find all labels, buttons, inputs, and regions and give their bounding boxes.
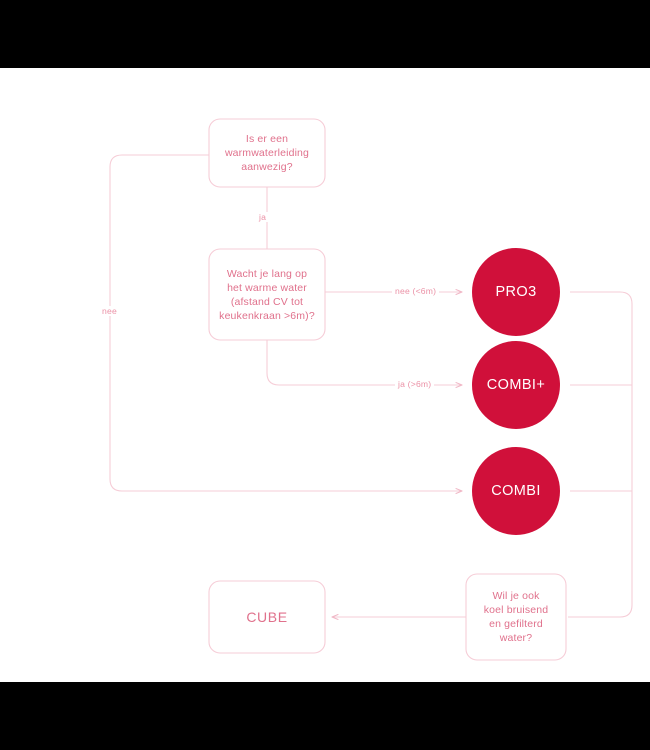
node-q-bruisend-shape [465,573,567,661]
node-q-warmwaterleiding-shape [208,118,326,188]
node-product-combi-shape [472,447,560,535]
connector-pro3-down [568,291,633,618]
node-product-pro3-shape [472,248,560,336]
node-product-combi-plus-shape [472,341,560,429]
connector-nee [109,154,462,491]
flowchart-canvas: Is er een warmwaterleiding aanwezig? Wac… [0,68,650,682]
flowchart-connectors [109,118,633,661]
node-product-cube-shape [208,580,326,654]
node-q-wachttijd-shape [208,248,326,341]
connector-ja-6m [266,340,462,385]
